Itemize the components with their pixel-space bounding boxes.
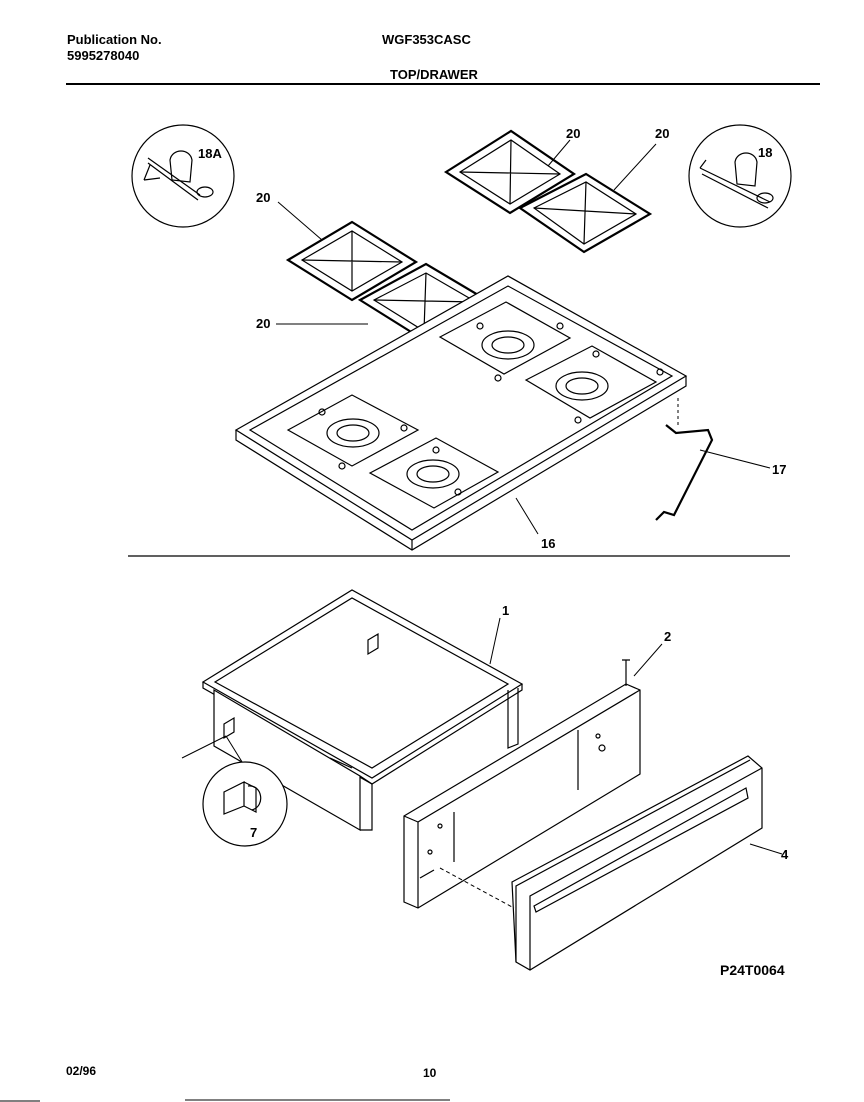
model-number: WGF353CASC (382, 32, 471, 47)
leader-4 (749, 843, 783, 855)
section-title: TOP/DRAWER (390, 67, 478, 82)
callout-18a: 18A (198, 146, 222, 161)
footer-page-number: 10 (423, 1066, 437, 1080)
detail-7-leader-a (181, 735, 227, 759)
callout-7: 7 (250, 825, 257, 840)
leader-20-right (547, 139, 571, 167)
wire-support (655, 424, 714, 521)
leader-17 (699, 449, 771, 469)
detail-18a (131, 124, 235, 228)
leader-2 (633, 643, 663, 677)
detail-7 (202, 761, 288, 847)
callout-20-upper-right: 20 (655, 126, 669, 141)
drawer-handle-panel (511, 755, 763, 971)
drawer-body (201, 589, 524, 832)
assembly-dashed-line (439, 867, 515, 909)
grate-upper-right (517, 172, 653, 254)
callout-2: 2 (664, 629, 671, 644)
grate-mid-left (285, 220, 419, 302)
callout-4: 4 (781, 847, 789, 862)
grate-upper-left (443, 129, 577, 215)
cooktop (234, 275, 688, 551)
detail-18 (688, 124, 792, 228)
footer-date: 02/96 (66, 1064, 97, 1078)
leader-16 (515, 497, 539, 535)
callout-20-upper-left: 20 (256, 190, 270, 205)
publication-label: Publication No. (67, 32, 162, 47)
drawer-front-panel (403, 659, 641, 909)
callout-20-upper-mid: 20 (566, 126, 580, 141)
leader-20-far-right (613, 143, 657, 191)
callout-16: 16 (541, 536, 555, 551)
callout-17: 17 (772, 462, 786, 477)
callout-1: 1 (502, 603, 509, 618)
publication-number: 5995278040 (67, 48, 140, 63)
callout-18: 18 (758, 145, 772, 160)
leader-20-left (277, 201, 323, 241)
diagram-code: P24T0064 (720, 962, 785, 978)
callout-20-lower-left: 20 (256, 316, 270, 331)
leader-1 (489, 617, 501, 665)
